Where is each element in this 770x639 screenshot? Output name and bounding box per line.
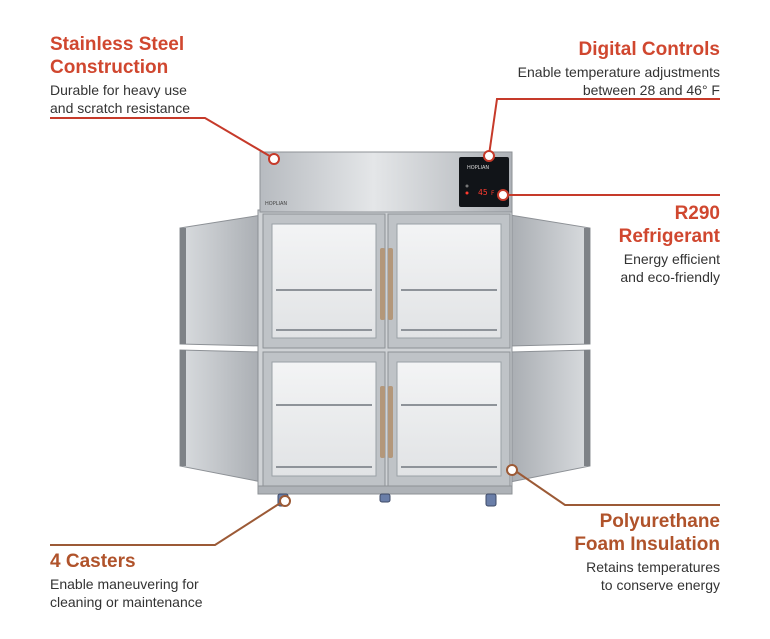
dot-insulation [506, 464, 518, 476]
right-open-doors [509, 214, 591, 483]
temperature-readout: 45 [478, 188, 488, 197]
left-open-doors [179, 214, 263, 483]
leader-stainless [50, 117, 274, 159]
glass-doors [262, 213, 511, 487]
callout-insulation: Polyurethane Foam Insulation Retains tem… [574, 510, 720, 594]
callout-stainless-title: Stainless Steel Construction [50, 34, 185, 78]
callout-digital-desc: Enable temperature adjustments between 2… [517, 64, 720, 98]
callout-stainless: Stainless Steel Construction Durable for… [50, 33, 190, 117]
svg-text:F: F [491, 190, 495, 197]
callout-refrigerant-desc: Energy efficient and eco-friendly [620, 251, 720, 285]
callout-insulation-title: Polyurethane Foam Insulation [574, 511, 720, 555]
callout-casters-desc: Enable maneuvering for cleaning or maint… [50, 576, 203, 610]
dot-refrigerant [497, 189, 509, 201]
dot-digital [483, 150, 495, 162]
leader-casters [50, 499, 286, 546]
leader-digital [488, 98, 720, 156]
brand-logo: HOPLIAN [265, 201, 287, 207]
callout-refrigerant-title: R290 Refrigerant [618, 203, 720, 247]
dot-stainless [268, 153, 280, 165]
callout-casters: 4 Casters Enable maneuvering for cleanin… [50, 550, 203, 611]
callout-digital-title: Digital Controls [578, 39, 720, 60]
callout-digital: Digital Controls Enable temperature adju… [518, 38, 720, 99]
dot-casters [279, 495, 291, 507]
callout-casters-title: 4 Casters [50, 551, 136, 572]
callout-refrigerant: R290 Refrigerant Energy efficient and ec… [619, 202, 720, 286]
caster-wheels [277, 493, 497, 507]
digital-control-panel [459, 157, 509, 207]
svg-text:HOPLIAN: HOPLIAN [467, 165, 489, 171]
callout-stainless-desc: Durable for heavy use and scratch resist… [50, 82, 191, 116]
callout-insulation-desc: Retains temperatures to conserve energy [586, 559, 720, 593]
leader-insulation [513, 469, 720, 506]
